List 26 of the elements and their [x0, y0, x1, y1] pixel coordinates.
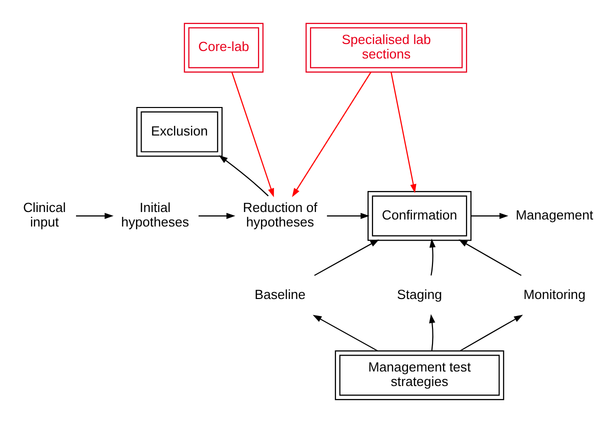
arrow	[429, 314, 436, 350]
node-box: Management test strategies	[334, 350, 504, 400]
node-box: Specialised lab sections	[306, 22, 468, 72]
node-text: Reduction of hypotheses	[242, 200, 318, 230]
arrow	[218, 154, 269, 196]
node-text: Staging	[397, 286, 442, 302]
node-text: Initial hypotheses	[121, 200, 190, 230]
arrow	[76, 212, 114, 219]
node-text: Management	[516, 206, 594, 222]
arrow	[314, 238, 380, 276]
arrow	[326, 212, 370, 219]
arrow	[390, 72, 416, 193]
arrow	[292, 71, 372, 197]
node-box: Core-lab	[184, 22, 264, 72]
node-text: Monitoring	[524, 286, 586, 302]
node-box: Exclusion	[136, 106, 223, 156]
node-text: Clinical input	[23, 200, 66, 230]
node-box: Confirmation	[368, 190, 472, 240]
arrow	[429, 238, 436, 276]
arrow	[460, 314, 523, 351]
arrow	[471, 212, 508, 219]
arrow	[198, 212, 236, 219]
arrow	[312, 314, 378, 351]
arrow	[458, 238, 522, 276]
node-text: Baseline	[254, 286, 306, 302]
arrow	[231, 72, 274, 197]
